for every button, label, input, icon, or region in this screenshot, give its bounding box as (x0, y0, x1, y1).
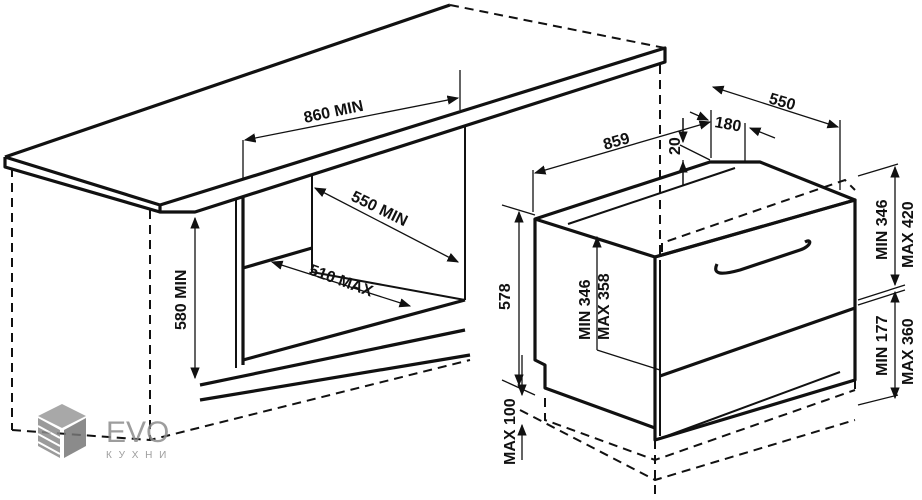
plinth-label: MAX 100 (502, 398, 519, 465)
drawer-min-label: MIN 346 (577, 279, 594, 340)
cabinet-height-label: 580 MIN (173, 270, 190, 330)
width-extension-lines (242, 70, 461, 180)
drawer-max-label: MAX 358 (596, 273, 613, 340)
appliance-top-strip (567, 167, 736, 225)
appliance-width-line (533, 120, 712, 175)
appliance-extension-lines (532, 110, 841, 212)
cube-icon (37, 404, 86, 458)
lower-max-label: MAX 360 (900, 318, 917, 385)
appliance-width-label: 859 (601, 130, 631, 154)
top-gap-label: 20 (667, 137, 684, 155)
drawer-bottom-shadow (655, 371, 841, 441)
niche-outline-top (661, 178, 856, 252)
width-dimension-line (243, 95, 460, 143)
appliance-side (533, 219, 656, 430)
right-extension-lines (857, 163, 906, 406)
countertop (4, 46, 667, 214)
niche-outline (519, 200, 856, 495)
upper-min-label: MIN 346 (874, 199, 891, 260)
appliance-depth-line (711, 85, 840, 129)
kitchen-cabinet: 860 MIN 550 MIN 510 MAX 580 MIN (3, 3, 667, 442)
drawer-divider (659, 306, 856, 378)
appliance-depth-label: 550 (767, 91, 797, 115)
inner-depth-dimension-line (270, 260, 412, 308)
appliance-height-label: 578 (497, 283, 514, 310)
drawer-height-line (597, 237, 661, 371)
countertop-back-edge (449, 4, 666, 49)
opening-shelf-edge (242, 246, 313, 270)
opening-bottom (242, 298, 466, 362)
drawer-handle[interactable] (714, 239, 812, 275)
cabinet-lower-rail (199, 328, 466, 387)
evo-logo: EVO К У Х Н И (37, 404, 169, 461)
depth-dimension-line (313, 187, 460, 263)
logo-sub: К У Х Н И (106, 450, 168, 461)
rear-gap-label: 180 (713, 114, 742, 135)
top-gap-line (679, 118, 711, 185)
countertop-back-left-edge (4, 3, 451, 159)
rear-gap-arrow-right (748, 127, 776, 139)
rear-gap-arrow-left (689, 111, 710, 121)
cabinet-inner-depth-label: 510 MAX (307, 262, 376, 301)
lower-min-label: MIN 177 (874, 315, 891, 376)
upper-max-label: MAX 420 (900, 201, 917, 268)
cabinet-lower-rail-2 (199, 353, 471, 402)
countertop-left-edge (3, 157, 161, 214)
logo-brand: EVO (106, 416, 169, 449)
warming-drawer: 859 550 180 20 578 MAX 100 MIN 346 MAX 3… (497, 85, 917, 495)
cabinet-depth-label: 550 MIN (348, 188, 410, 230)
